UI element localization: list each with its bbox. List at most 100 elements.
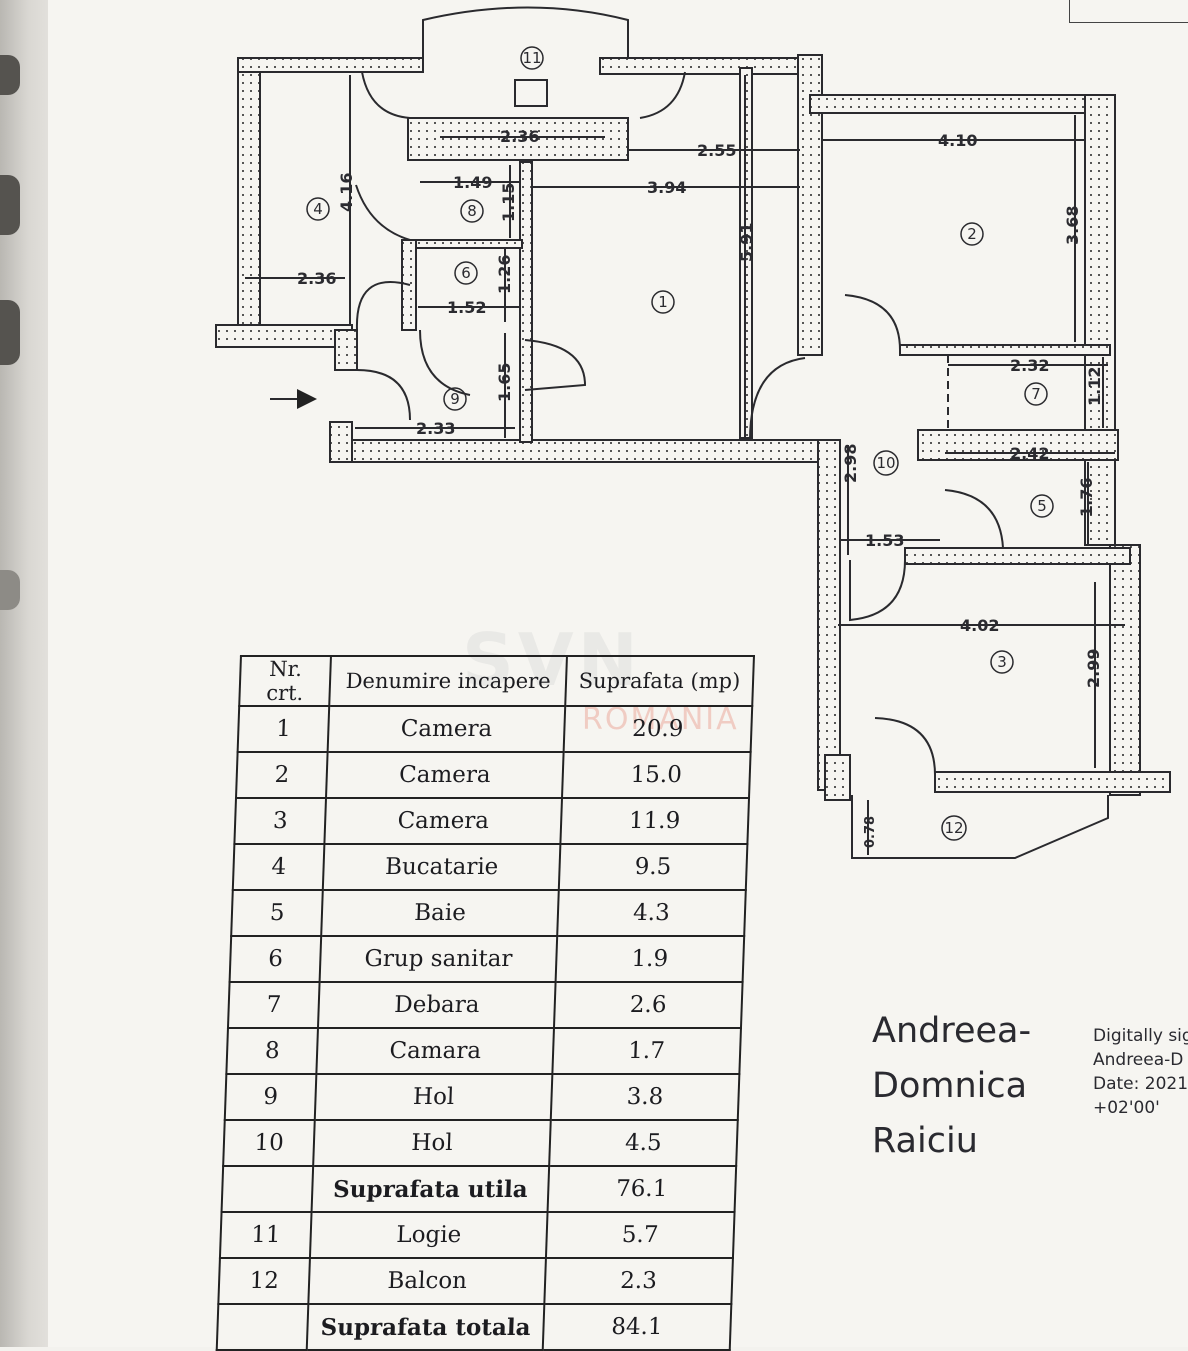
dimension-label: 1.76 <box>1077 478 1096 517</box>
door-swing <box>361 71 411 119</box>
row-number-cell: 9 <box>224 1074 317 1120</box>
door-swing <box>844 294 901 351</box>
door-swing <box>355 184 411 241</box>
binder-hole <box>0 55 20 95</box>
wall <box>1084 94 1116 546</box>
dimension-label: 1.49 <box>453 173 492 192</box>
room-name-cell: Debara <box>318 982 556 1028</box>
room-number: 4 <box>313 200 323 218</box>
dimension-label: 5.91 <box>737 223 756 262</box>
row-number-cell <box>221 1166 314 1212</box>
room-number: 7 <box>1031 385 1041 403</box>
area-cell: 4.3 <box>557 890 746 936</box>
area-cell: 4.5 <box>548 1120 738 1166</box>
room-circle <box>941 815 967 841</box>
dimension-label: 1.52 <box>447 298 486 317</box>
room-name-cell: Logie <box>310 1212 548 1258</box>
room-number: 12 <box>944 819 963 837</box>
area-cell: 15.0 <box>561 752 751 798</box>
dimension-label: 3.68 <box>1063 206 1082 245</box>
room-name-cell: Baie <box>321 890 559 936</box>
room-circle <box>520 46 544 70</box>
row-number-cell: 10 <box>223 1120 316 1166</box>
row-number-cell: 3 <box>234 798 327 844</box>
wall <box>237 57 261 344</box>
door-swing <box>944 489 1004 549</box>
room-number: 9 <box>450 390 460 408</box>
door-swing <box>356 369 411 421</box>
signature-line: Raiciu <box>872 1121 978 1161</box>
room-number: 6 <box>461 264 471 282</box>
column-header: Denumire incapere <box>329 656 567 706</box>
row-number-cell: 6 <box>229 936 322 982</box>
door-swing <box>419 329 471 396</box>
wall <box>904 547 1131 565</box>
area-cell: 5.7 <box>545 1212 735 1258</box>
dimension-label: 2.42 <box>1010 444 1049 463</box>
digital-signature-line: Digitally sig <box>1093 1026 1188 1046</box>
wall <box>817 439 841 791</box>
balcony-outline <box>851 795 1109 859</box>
table-header-row: Nr. crt. Denumire incapere Suprafata (mp… <box>239 656 754 706</box>
dimension-label: 4.16 <box>337 173 356 212</box>
dimension-label: 2.99 <box>1084 649 1103 688</box>
dimension-label: 0.78 <box>863 816 878 848</box>
room-circle <box>454 261 478 285</box>
room-name-cell: Suprafata totala <box>307 1304 545 1350</box>
top-frame-box <box>1069 0 1188 23</box>
binder-hole <box>0 300 20 365</box>
dimension-label: 1.12 <box>1085 367 1104 406</box>
room-number: 11 <box>522 49 541 67</box>
door-swing <box>355 281 411 331</box>
room-circle <box>990 650 1014 674</box>
digital-signature-block: Digitally sig Andreea-D Date: 2021 +02'0… <box>1093 1024 1188 1120</box>
dimension-label: 2.98 <box>841 444 860 483</box>
wall <box>1109 544 1141 796</box>
wall <box>917 429 1119 461</box>
signature-line: Domnica <box>872 1066 1028 1106</box>
wall <box>407 117 629 161</box>
room-circle <box>873 450 899 476</box>
room-number: 8 <box>467 202 477 220</box>
room-number: 1 <box>658 293 668 311</box>
area-table: Nr. crt. Denumire incapere Suprafata (mp… <box>216 655 755 1351</box>
dimension-label: 1.65 <box>495 363 514 402</box>
binder-hole <box>0 570 20 610</box>
logia-outline <box>422 6 629 58</box>
area-cell: 20.9 <box>563 706 753 752</box>
door-swing <box>749 357 806 441</box>
digital-signature-line: Andreea-D <box>1093 1050 1184 1070</box>
column-header: Nr. crt. <box>239 656 332 706</box>
wall <box>809 94 1116 114</box>
room-circle <box>460 199 484 223</box>
row-number-cell: 2 <box>236 752 328 798</box>
door-swing <box>639 71 686 119</box>
row-number-cell: 4 <box>232 844 325 890</box>
dimension-label: 2.55 <box>697 141 736 160</box>
wall <box>329 439 831 463</box>
dimension-label: 2.36 <box>297 269 336 288</box>
room-number: 3 <box>997 653 1007 671</box>
door-swing <box>524 339 587 391</box>
door-swing <box>874 717 936 776</box>
room-circle <box>1024 382 1048 406</box>
room-name-cell: Grup sanitar <box>319 936 558 982</box>
room-name-cell: Camera <box>327 706 566 752</box>
area-cell: 2.3 <box>544 1258 733 1304</box>
room-number: 2 <box>967 225 977 243</box>
area-cell: 11.9 <box>560 798 750 844</box>
vent-symbol <box>514 79 548 107</box>
digital-signature-line: +02'00' <box>1093 1098 1160 1118</box>
signature-name: Andreea- Domnica Raiciu <box>872 1004 1031 1169</box>
dimension-label: 1.53 <box>865 531 904 550</box>
room-circle <box>651 290 675 314</box>
